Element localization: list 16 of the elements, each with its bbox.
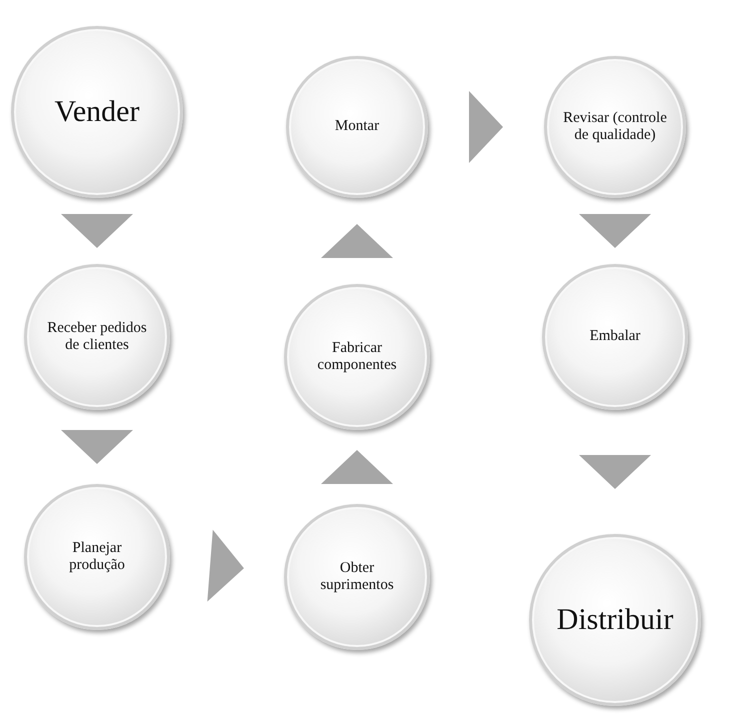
triangle-arrow xyxy=(321,450,393,484)
triangle-arrow xyxy=(61,214,133,248)
triangle-arrow xyxy=(579,214,651,248)
step-label: Montar xyxy=(334,118,380,136)
triangle-arrow xyxy=(579,455,651,489)
step-label: Revisar (controle de qualidade) xyxy=(562,110,668,144)
step-label: Embalar xyxy=(590,328,640,346)
step-label: Receber pedidos de clientes xyxy=(47,320,147,354)
triangle-arrow xyxy=(321,224,393,258)
triangle-arrow xyxy=(61,430,133,464)
step-label: Obter suprimentos xyxy=(319,560,395,594)
step-label: Fabricar componentes xyxy=(316,340,398,374)
triangle-arrow xyxy=(469,91,503,163)
step-label: Vender xyxy=(54,94,140,130)
step-label: Distribuir xyxy=(556,602,674,638)
step-label: Planejar produção xyxy=(68,540,126,574)
